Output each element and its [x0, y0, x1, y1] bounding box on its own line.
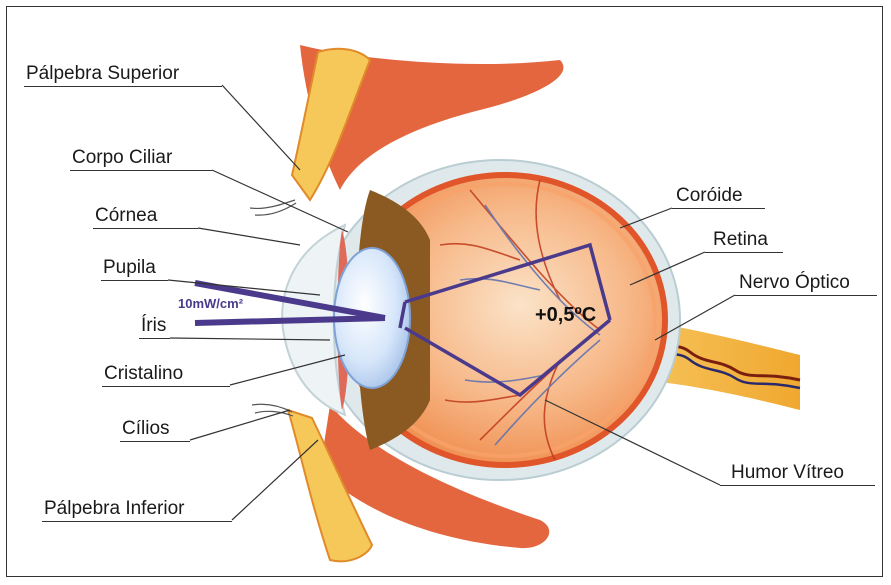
label-pupila: Pupila — [103, 258, 156, 277]
label-underline — [120, 441, 190, 442]
upper-eyelashes — [250, 200, 296, 215]
irradiance-annotation: 10mW/cm² — [178, 296, 243, 311]
label-cristalino: Cristalino — [104, 364, 183, 383]
label-retina: Retina — [713, 230, 768, 249]
label-nervo-optico: Nervo Óptico — [739, 273, 850, 292]
label-humor-vitreo: Humor Vítreo — [731, 463, 844, 482]
label-underline — [102, 386, 230, 387]
label-underline — [672, 208, 765, 209]
label-cilios: Cílios — [122, 419, 170, 438]
label-palpebra-inferior: Pálpebra Inferior — [44, 499, 184, 518]
label-iris: Íris — [141, 316, 166, 335]
label-underline — [735, 295, 877, 296]
label-underline — [101, 280, 168, 281]
label-underline — [24, 86, 222, 87]
label-underline — [70, 170, 212, 171]
label-underline — [705, 252, 783, 253]
label-underline — [42, 521, 232, 522]
temperature-annotation: +0,5ºC — [535, 304, 596, 327]
lower-eyelashes — [252, 404, 293, 416]
label-underline — [93, 228, 198, 229]
label-coroide: Coróide — [676, 186, 743, 205]
label-underline — [720, 485, 875, 486]
label-cornea: Córnea — [95, 206, 157, 225]
label-corpo-ciliar: Corpo Ciliar — [72, 148, 172, 167]
label-underline — [139, 338, 170, 339]
label-palpebra-superior: Pálpebra Superior — [26, 64, 179, 83]
